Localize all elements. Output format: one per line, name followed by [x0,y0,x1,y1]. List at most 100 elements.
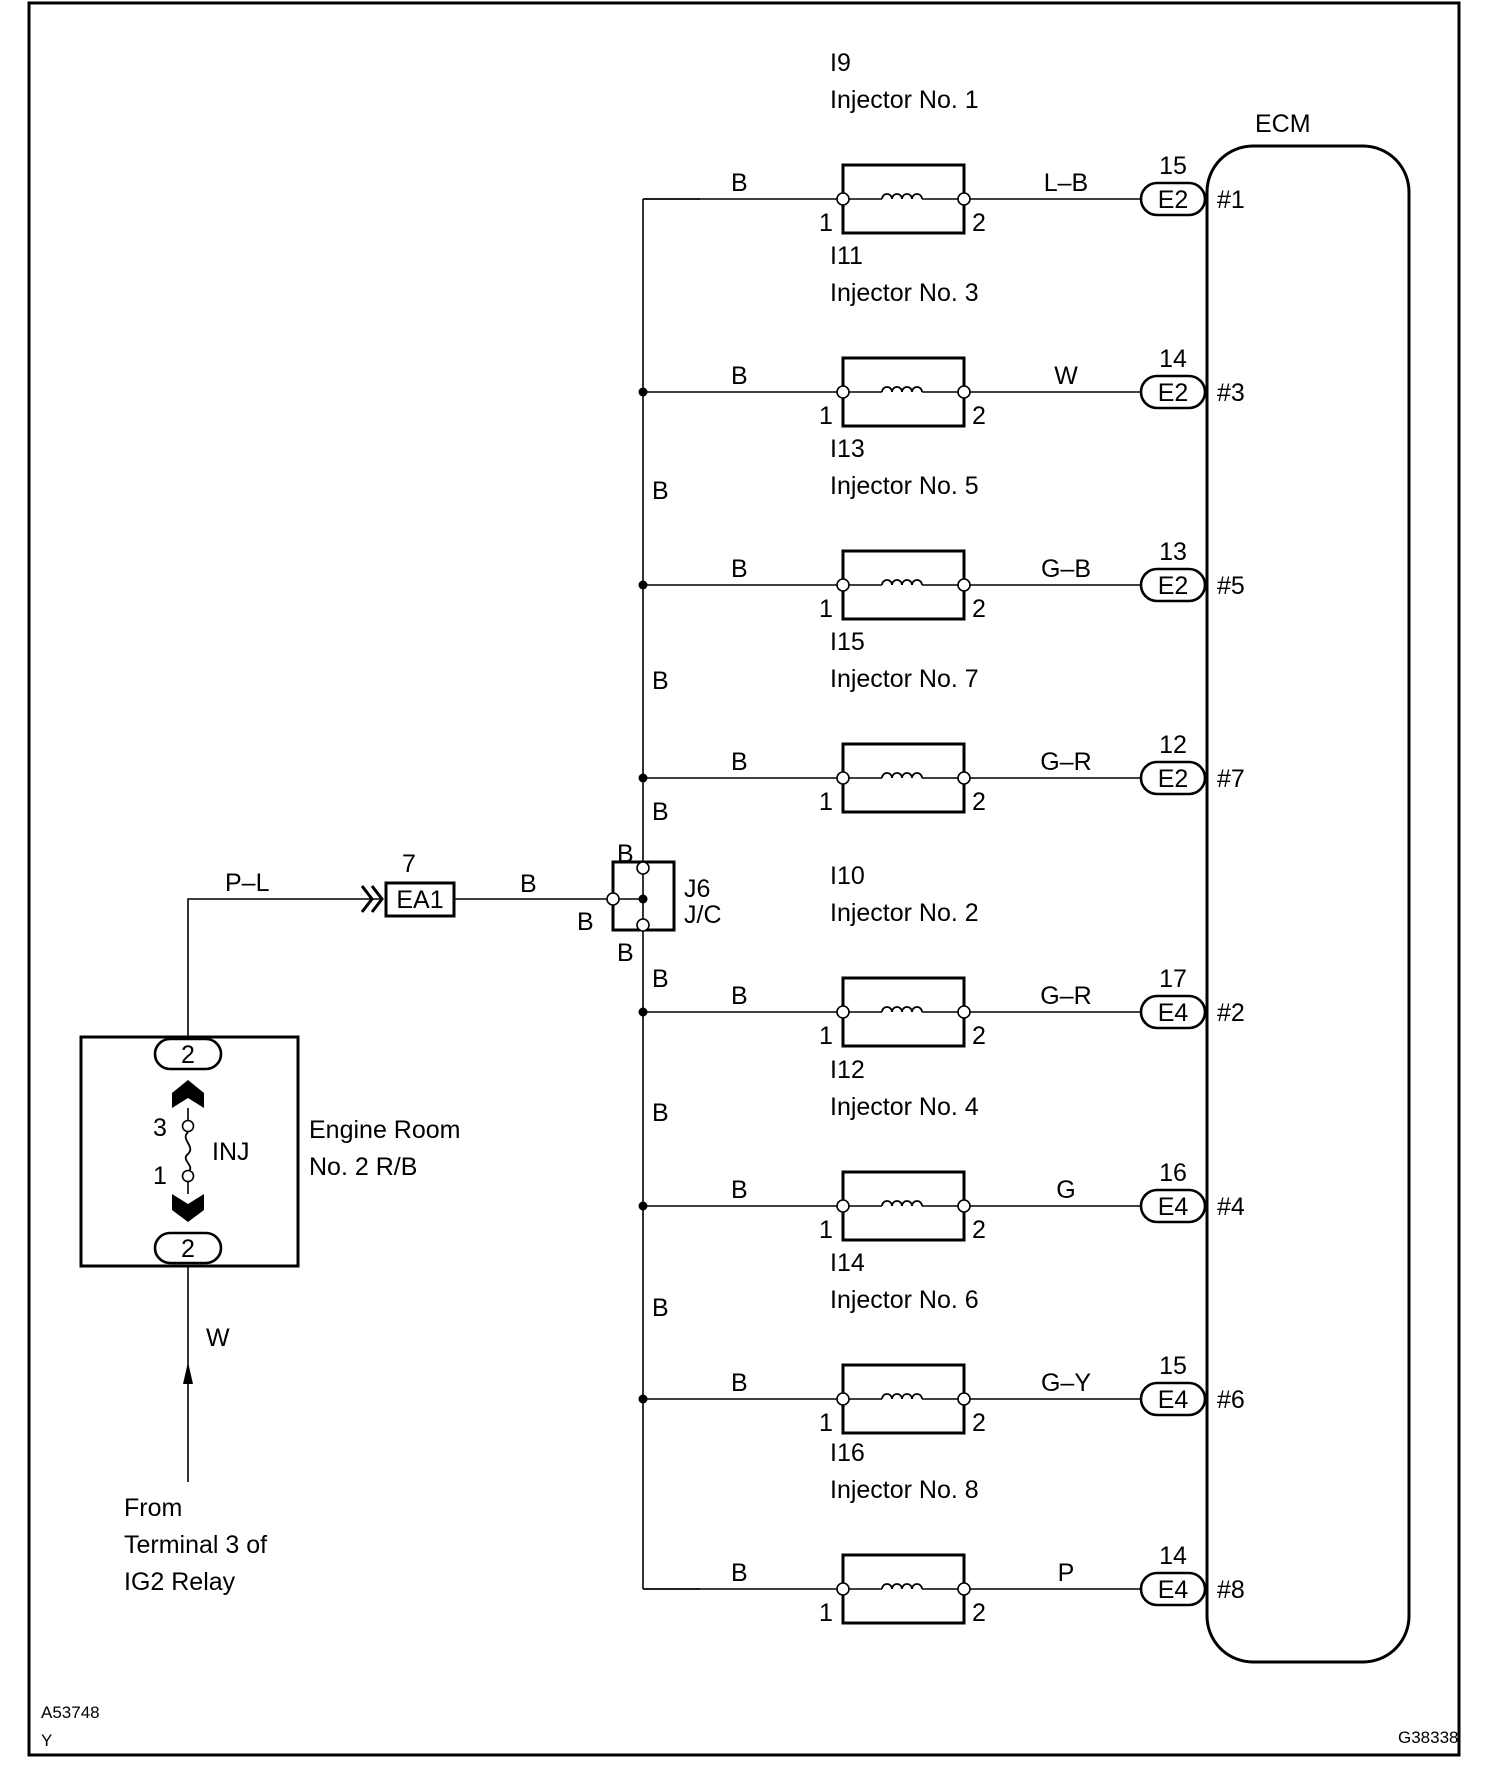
ea1-in-wire-color: P–L [225,869,270,897]
injector-id: I14 [830,1249,865,1277]
ecm-connector-pill [1139,994,1207,1030]
diagram-frame [27,1,1461,1757]
relay-block-box [79,1035,300,1268]
relay-connector-top: 2 [181,1041,195,1069]
diagram-code: A53748 [41,1703,100,1722]
injector-id: I15 [830,628,865,656]
junction-connector-j6: B B B J6 J/C [577,840,722,967]
ecm-connector-pill [1139,374,1207,410]
trunk-label: B [652,798,669,826]
coil-icon [881,1200,923,1207]
ecm-connector-pill [1139,181,1207,217]
ecm-terminal: #2 [1217,999,1245,1027]
injector-id: I13 [830,435,865,463]
injector-terminal [836,1005,850,1019]
fuse-terminal [181,1169,195,1183]
injector-terminal [836,1199,850,1213]
injector-terminal [836,771,850,785]
injector-pin-label: 2 [972,209,986,237]
wire-relay-to-ea1 [187,898,380,1038]
wire-color-in: B [731,362,748,390]
injector-pin-label: 1 [819,209,833,237]
coil-icon [881,1006,923,1013]
fuse-terminal [181,1119,195,1133]
ecm-connector: E2 [1158,186,1189,214]
wire-color-in: B [731,982,748,1010]
junction-pin-left: B [577,908,594,936]
injector-terminal [957,771,971,785]
wire-color-out: G–Y [1041,1369,1091,1397]
injector-pin-label: 1 [819,788,833,816]
wire-color-out: P [1058,1559,1075,1587]
wire-color-in: B [731,555,748,583]
connector-pill [153,1231,223,1265]
ecm-terminal: #4 [1217,1193,1245,1221]
injector-id: I9 [830,49,851,77]
injector-name: Injector No. 1 [830,86,979,114]
injector-name: Injector No. 4 [830,1093,979,1121]
ecm-pin-number: 12 [1159,731,1187,759]
ecm-terminal: #6 [1217,1386,1245,1414]
injector-pin-label: 2 [972,1409,986,1437]
diagram-code: Y [41,1731,52,1750]
diagram-code: G38338 [1398,1728,1459,1747]
ecm-connector-pill [1139,1188,1207,1224]
relay-block-name: Engine Room [309,1116,460,1144]
fuse-pin-top: 3 [153,1114,167,1142]
ea1-connector: B EA1 7 P–L [187,850,607,1038]
wire-color-in: B [731,1559,748,1587]
ecm-pin-number: 16 [1159,1159,1187,1187]
wire-color-out: G [1056,1176,1075,1204]
ecm-connector-pill [1139,760,1207,796]
junction-bracket [643,860,676,932]
injector-id: I16 [830,1439,865,1467]
ecm-pin-number: 13 [1159,538,1187,566]
trunk-label: B [652,1294,669,1322]
relay-block-name: No. 2 R/B [309,1153,417,1181]
injector-id: I12 [830,1056,865,1084]
ecm-pin-number: 14 [1159,345,1187,373]
wire-color-in: B [731,1176,748,1204]
injector-terminal [957,192,971,206]
injector-pin-label: 2 [972,788,986,816]
ecm-body [1205,144,1411,1664]
ecm-pin-number: 14 [1159,1542,1187,1570]
ecm-connector: E2 [1158,379,1189,407]
trunk-label: B [652,965,669,993]
power-source: W From Terminal 3 of IG2 Relay [124,1265,267,1596]
injector-terminal [957,1392,971,1406]
junction-pin-top: B [617,840,634,868]
fuse-label: INJ [212,1138,250,1166]
ecm-connector: E4 [1158,1386,1189,1414]
ecm-terminal: #7 [1217,765,1245,793]
ecm-connector: E4 [1158,1576,1189,1604]
injector-name: Injector No. 5 [830,472,979,500]
ea1-box [384,881,456,918]
junction-id: J6 [684,875,710,903]
injector-pin-label: 1 [819,1022,833,1050]
ecm-terminal: #1 [1217,186,1245,214]
connector-chevron-icon [172,1080,204,1108]
fuse-pin-bottom: 1 [153,1162,167,1190]
trunk-label: B [652,477,669,505]
injector-id: I10 [830,862,865,890]
junction-terminal [606,892,620,906]
junction-type: J/C [684,901,722,929]
injector-terminal [836,1582,850,1596]
ecm-terminal: #5 [1217,572,1245,600]
injector-pin-label: 1 [819,402,833,430]
ecm-connector-pill [1139,567,1207,603]
ecm-pin-number: 15 [1159,152,1187,180]
injector-name: Injector No. 8 [830,1476,979,1504]
wire-color-out: G–R [1040,748,1091,776]
junction-pin-bottom: B [617,939,634,967]
junction-terminal [636,861,650,875]
ecm: ECM [1205,110,1411,1664]
ecm-pin-number: 17 [1159,965,1187,993]
